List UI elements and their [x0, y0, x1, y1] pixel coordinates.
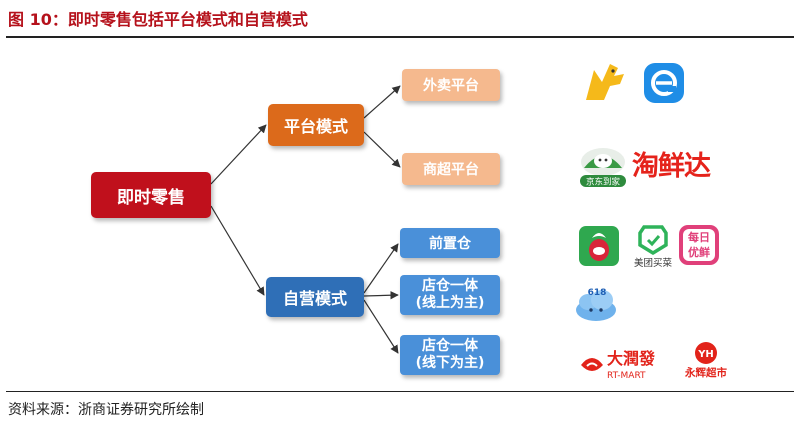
rtmart-name: 大潤發 [607, 349, 656, 368]
yonghui-mark: YH [697, 349, 714, 360]
leaf-line-1: 店仓一体 [422, 278, 478, 294]
rtmart-subtitle: RT-MART [607, 371, 646, 381]
source-note: 资料来源：浙商证券研究所绘制 [8, 402, 204, 418]
dingdong-maicai-logo-icon [579, 226, 619, 266]
top-rule [6, 36, 794, 38]
bottom-rule [6, 391, 794, 392]
meituan-waimai-logo-icon [586, 64, 624, 100]
root-node-instant-retail: 即时零售 [91, 172, 211, 218]
meituan-maicai-logo-icon: 美团买菜 [634, 225, 673, 269]
branch-node-platform-mode: 平台模式 [268, 104, 364, 146]
leaf-line-2: (线下为主) [415, 355, 485, 371]
leaf-line-2: (线上为主) [415, 295, 485, 311]
yonghui-name: 永辉超市 [684, 366, 727, 379]
taoxianda-logo: 淘鲜达 [632, 151, 711, 182]
leaf-line-1: 店仓一体 [422, 338, 478, 354]
jd-daojia-logo-icon: 京东到家 [580, 148, 626, 188]
rtmart-logo-icon: 大潤發 RT-MART [581, 349, 656, 381]
yonghui-logo-icon: YH 永辉超市 [684, 342, 727, 379]
meiri-youxian-logo: 每日优鲜 [679, 225, 719, 265]
dingdong-618-logo-icon: 618 [576, 288, 616, 321]
leaf-node-supermarket-platform: 商超平台 [402, 153, 500, 185]
leaf-node-store-warehouse-online: 店仓一体 (线上为主) [400, 275, 500, 315]
leaf-node-takeaway-platform: 外卖平台 [402, 69, 500, 101]
jd-daojia-caption: 京东到家 [586, 177, 621, 188]
leaf-node-front-warehouse: 前置仓 [400, 228, 500, 258]
branch-node-self-operated-mode: 自营模式 [266, 277, 364, 317]
meiri-youxian-label: 每日优鲜 [683, 229, 715, 261]
eleme-logo-icon [644, 63, 684, 103]
leaf-node-store-warehouse-offline: 店仓一体 (线下为主) [400, 335, 500, 375]
dingdong-badge: 618 [588, 288, 607, 298]
figure-title: 图 10：即时零售包括平台模式和自营模式 [8, 10, 308, 29]
meituan-maicai-caption: 美团买菜 [634, 257, 673, 269]
